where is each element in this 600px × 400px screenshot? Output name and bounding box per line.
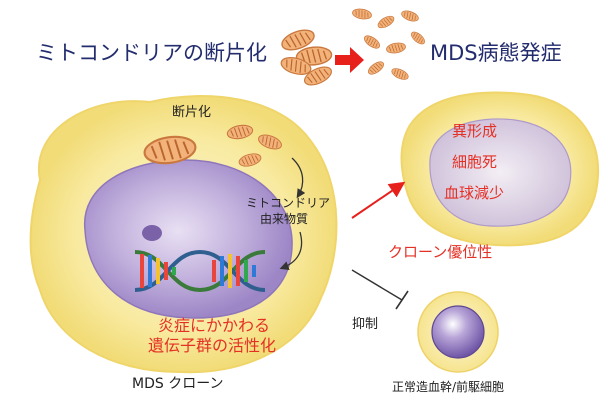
mito-fragmentation-title: ミトコンドリアの断片化 — [36, 41, 267, 65]
mito-material-label-line2: 由来物質 — [260, 212, 309, 226]
inhibition-label: 抑制 — [352, 317, 379, 332]
mds-clone-nucleus — [84, 159, 293, 319]
mitochondria-cluster-icon — [278, 25, 335, 90]
inflammation-genes-line1: 炎症にかかわる — [158, 316, 271, 335]
material-to-dna-arrow-icon — [279, 231, 303, 270]
fragmentation-arrow-icon — [335, 47, 364, 73]
outcome-cytopenia: 血球減少 — [444, 184, 505, 202]
fragment-release-arrow-icon — [291, 157, 306, 199]
mds-onset-title: MDS病態発症 — [430, 41, 562, 65]
outcome-cell-death: 細胞死 — [452, 153, 498, 171]
normal-stem-cell — [417, 291, 499, 373]
mito-material-label-line1: ミトコンドリア — [246, 196, 331, 210]
dna-helix-icon — [134, 249, 266, 293]
mds-clone-caption: MDS クローン — [132, 376, 224, 392]
inflammation-genes-line2: 遺伝子群の活性化 — [148, 336, 277, 355]
fragmentation-label: 断片化 — [172, 105, 212, 120]
dysplastic-cell — [400, 91, 600, 247]
fragmented-mitochondria-icon — [351, 7, 428, 83]
red-outcome-arrow-icon — [351, 181, 406, 219]
inhibition-line-icon — [351, 269, 409, 310]
normal-stem-cell-caption: 正常造血幹/前駆細胞 — [392, 380, 505, 394]
clonal-advantage-label: クローン優位性 — [388, 243, 493, 261]
outcome-dysplasia: 異形成 — [452, 122, 498, 140]
